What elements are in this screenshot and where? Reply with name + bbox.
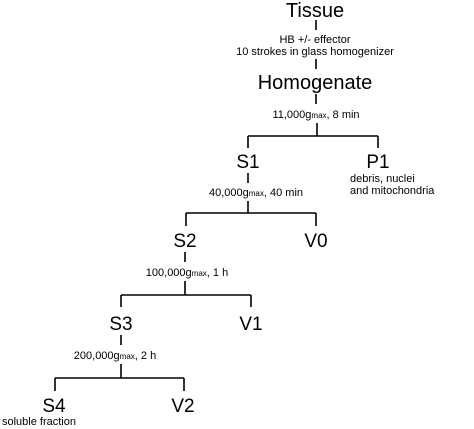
- node-v1: V1: [239, 314, 262, 335]
- node-v2: V2: [171, 396, 194, 417]
- node-s4: S4: [42, 396, 66, 417]
- step1-sub: max: [311, 111, 326, 120]
- step2-force: 40,000: [209, 187, 243, 199]
- step2-sub: max: [249, 189, 264, 198]
- step4-sub: max: [120, 352, 135, 361]
- node-tissue: Tissue: [286, 0, 344, 22]
- step2-rest: , 40 min: [264, 187, 303, 199]
- step4-rest: , 2 h: [135, 350, 156, 362]
- step2-unit: g: [243, 187, 249, 199]
- step1-force: 11,000: [272, 109, 305, 121]
- node-p1: P1: [366, 152, 389, 173]
- step3-force: 100,000: [146, 267, 186, 279]
- step4-force: 200,000: [74, 350, 114, 362]
- node-homogenate: Homogenate: [258, 72, 373, 94]
- node-s2: S2: [173, 231, 196, 252]
- p1-content-line2: and mitochondria: [350, 185, 435, 197]
- node-v0: V0: [304, 231, 327, 252]
- step3-sub: max: [192, 269, 207, 278]
- node-s3: S3: [109, 314, 132, 335]
- p1-content-line1: debris, nuclei: [350, 173, 415, 185]
- step3-unit: g: [186, 267, 192, 279]
- centrifugation-step-1: 11,000gmax, 8 min: [272, 109, 359, 121]
- node-s1: S1: [236, 152, 259, 173]
- homogenization-buffer-note: HB +/- effector: [279, 34, 350, 46]
- centrifugation-step-3: 100,000gmax, 1 h: [146, 267, 228, 279]
- step4-unit: g: [114, 350, 120, 362]
- step1-unit: g: [305, 109, 311, 121]
- step1-rest: , 8 min: [327, 109, 360, 121]
- s4-content-note: soluble fraction: [2, 416, 76, 428]
- homogenization-strokes-note: 10 strokes in glass homogenizer: [236, 46, 394, 58]
- step3-rest: , 1 h: [207, 267, 228, 279]
- centrifugation-step-4: 200,000gmax, 2 h: [74, 350, 156, 362]
- centrifugation-step-2: 40,000gmax, 40 min: [209, 187, 303, 199]
